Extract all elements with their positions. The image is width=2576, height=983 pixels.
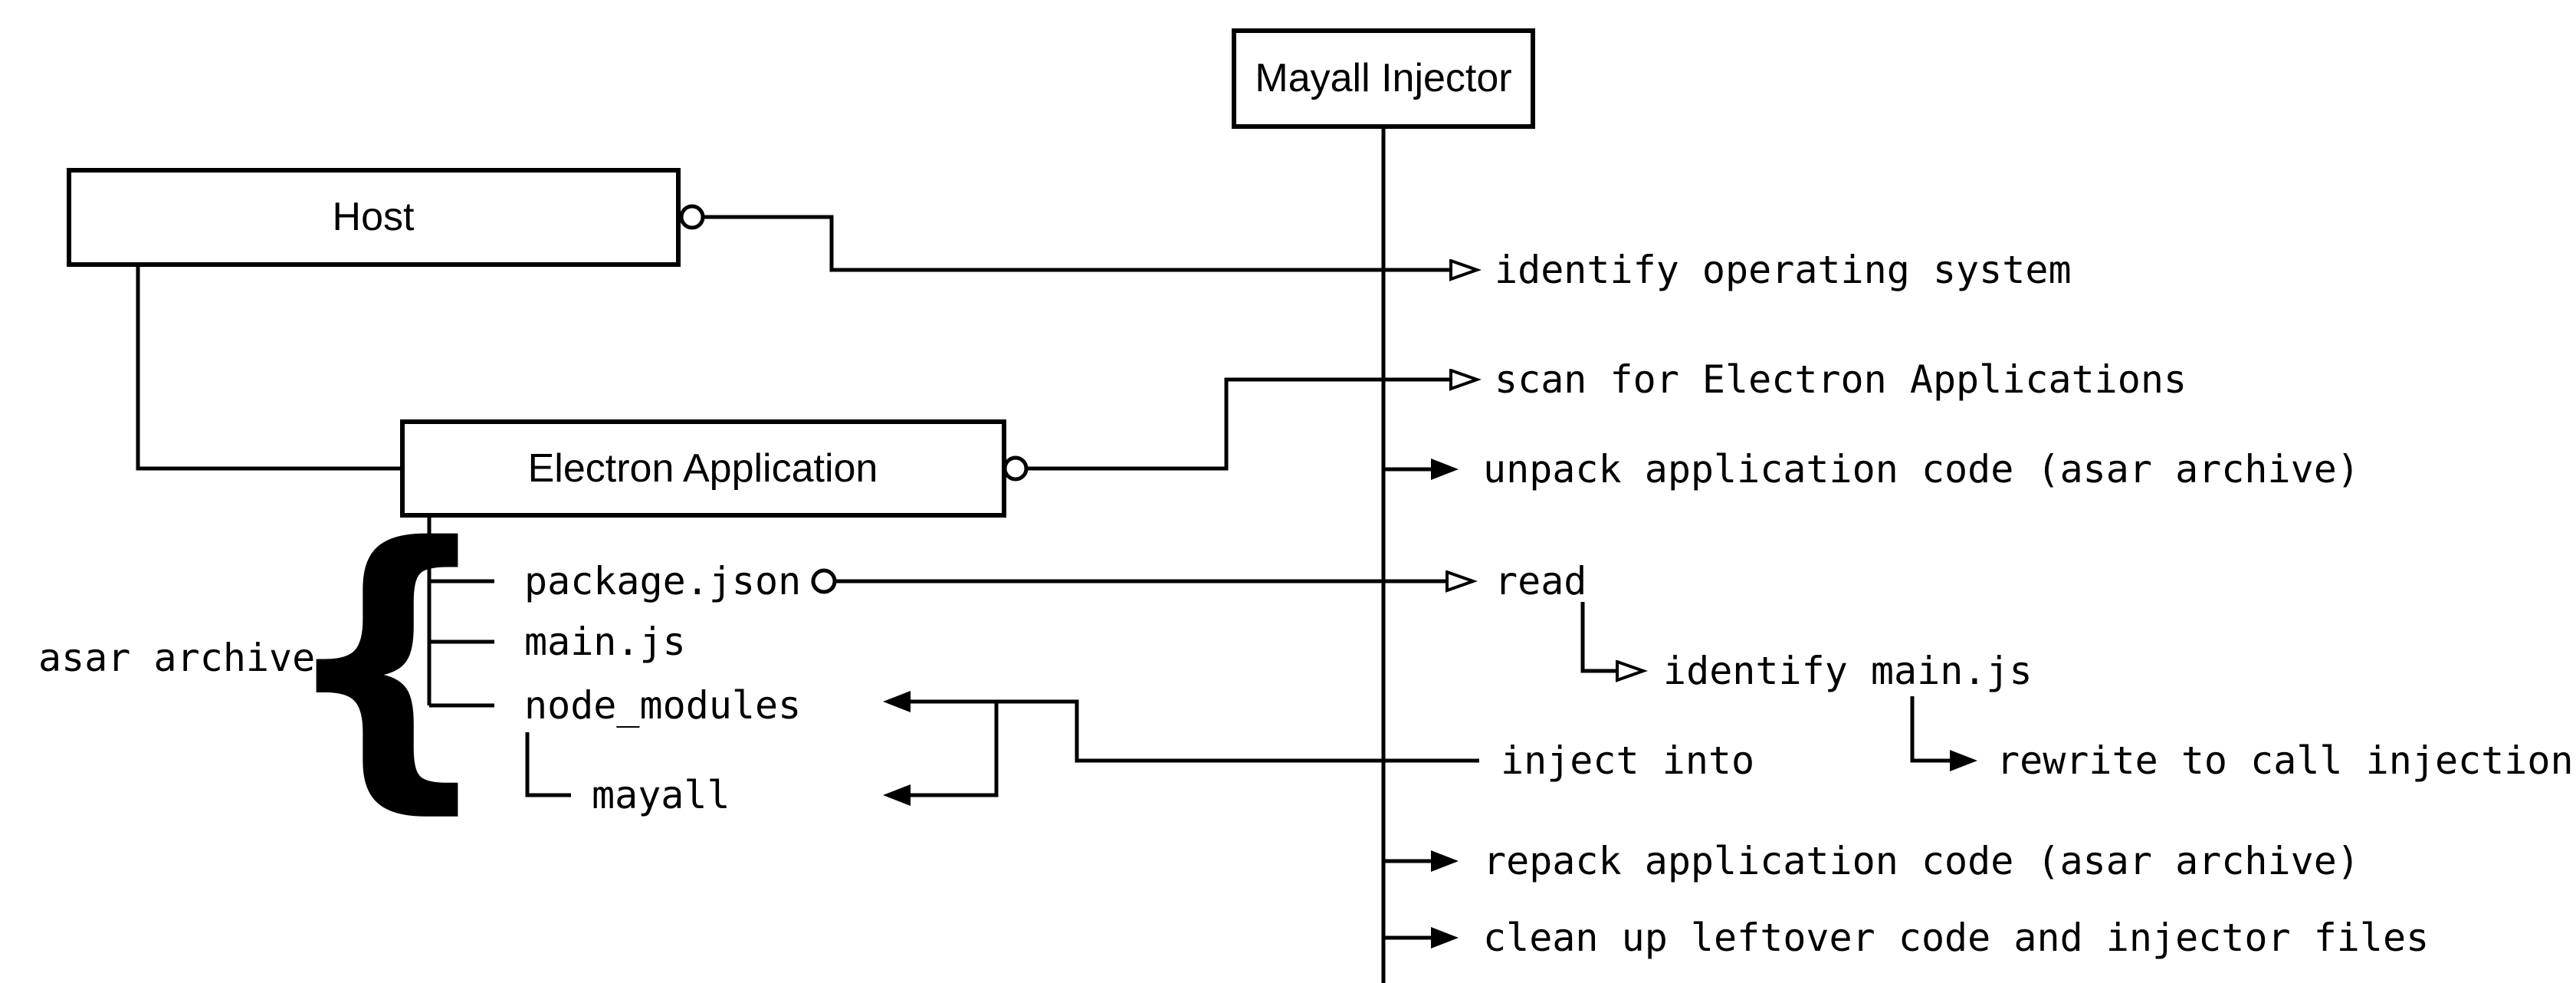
repack-label: repack application code (asar archive) — [1483, 839, 2360, 883]
identify-os-arrow — [703, 215, 1451, 270]
identify-os-label: identify operating system — [1495, 248, 2072, 292]
package-json-port-circle — [811, 568, 837, 594]
scan-label: scan for Electron Applications — [1495, 357, 2187, 402]
electron-app-box — [400, 419, 1006, 518]
node-modules-label: node_modules — [524, 683, 801, 728]
identify-main-label: identify main.js — [1663, 649, 2033, 693]
scan-arrow — [1026, 380, 1451, 471]
main-js-label: main.js — [524, 620, 686, 664]
host-to-electron-connector — [136, 265, 402, 471]
cleanup-label: clean up leftover code and injector file… — [1483, 916, 2429, 960]
inject-into-label: inject into — [1501, 738, 1754, 783]
unpack-label: unpack application code (asar archive) — [1483, 447, 2360, 492]
inject-mayall-arrow — [883, 702, 999, 806]
inject-node-modules-arrow — [883, 691, 1479, 763]
host-port-circle — [679, 204, 705, 230]
electron-app-box-label: Electron Application — [528, 446, 878, 491]
host-box — [67, 168, 681, 267]
mayall-label: mayall — [592, 773, 730, 817]
identify-main-arrow — [1580, 602, 1617, 671]
injector-box-label: Mayall Injector — [1255, 56, 1511, 100]
mayall-tree-connector — [525, 732, 571, 797]
package-json-label: package.json — [524, 559, 801, 603]
asar-archive-label: asar archive — [38, 636, 315, 680]
host-box-label: Host — [333, 195, 415, 239]
asar-archive-brace: { — [278, 483, 497, 840]
injector-box — [1232, 28, 1535, 129]
read-label: read — [1495, 559, 1587, 603]
rewrite-arrow — [1910, 696, 1977, 771]
rewrite-label: rewrite to call injection — [1997, 738, 2574, 783]
electron-app-port-circle — [1003, 455, 1029, 482]
